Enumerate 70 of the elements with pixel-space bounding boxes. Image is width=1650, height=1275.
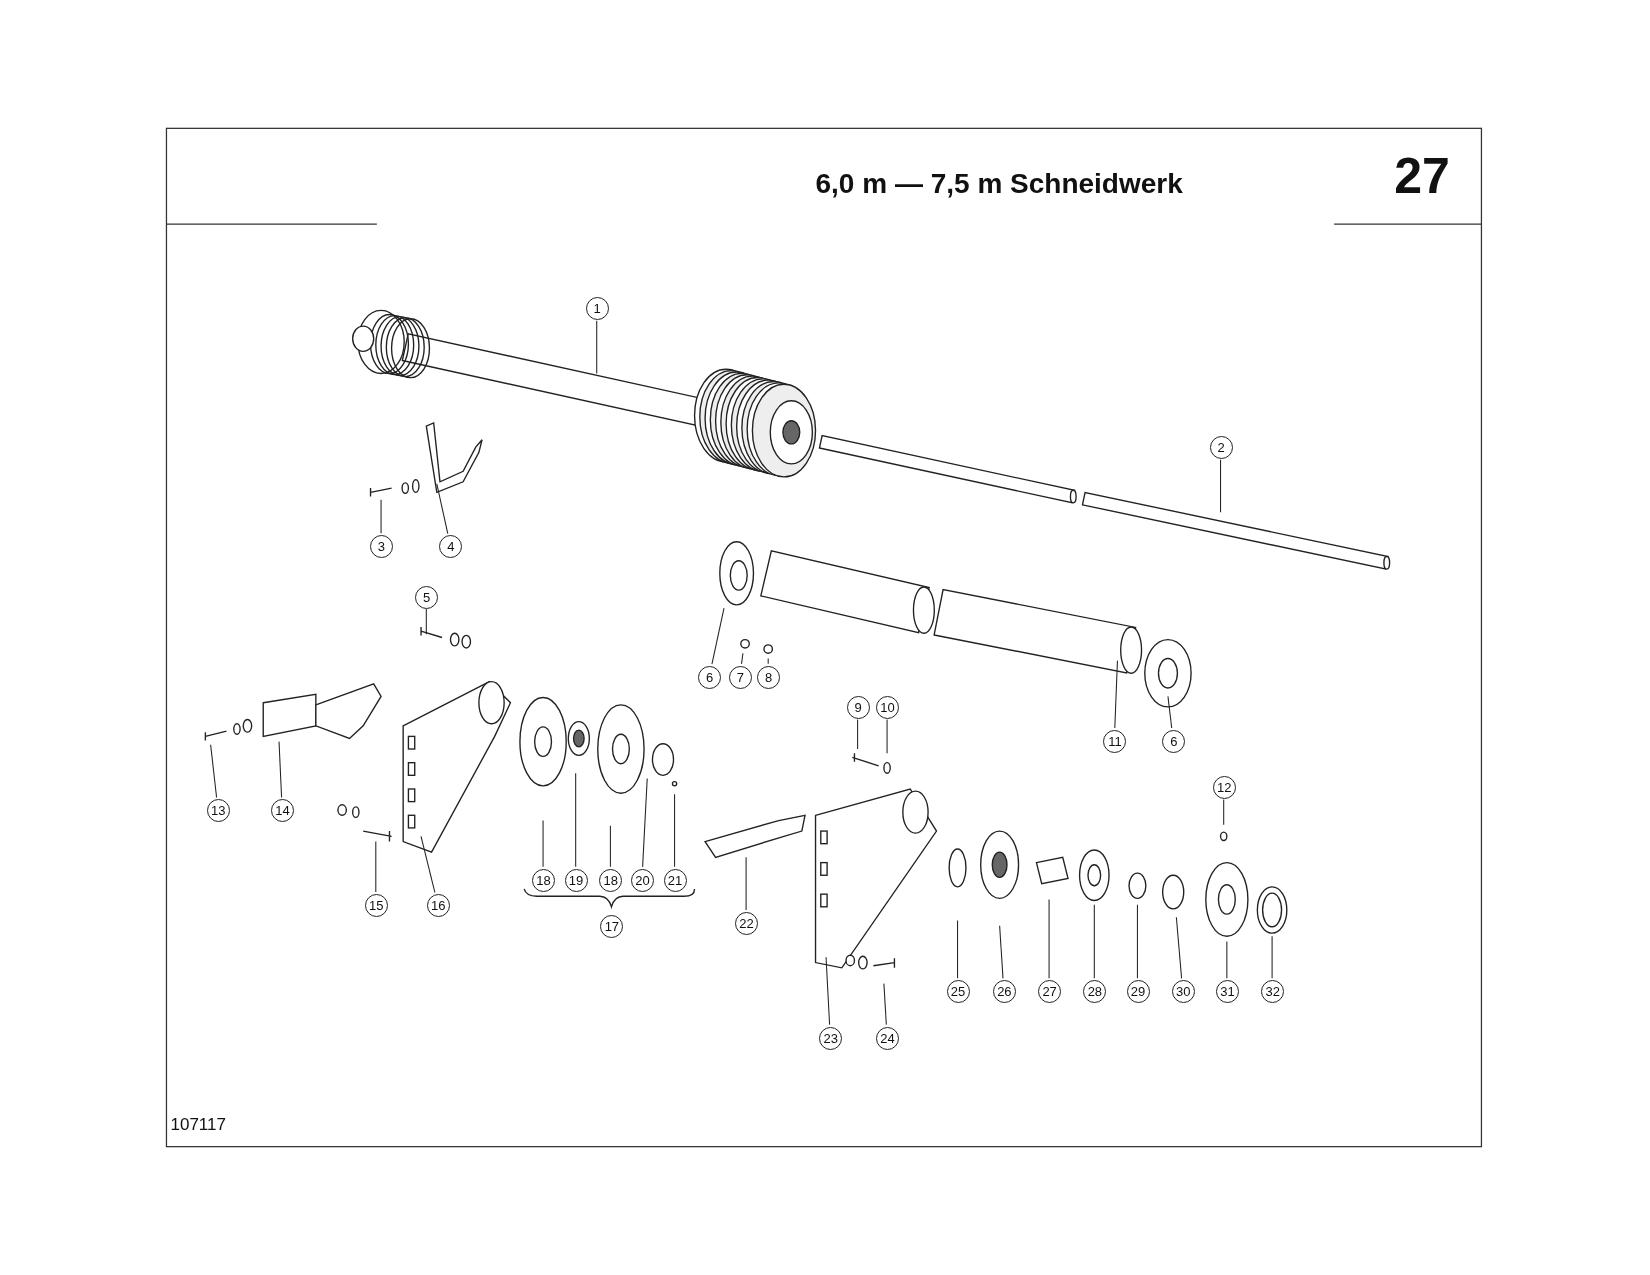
leader-line [711,607,725,665]
leader-line [745,856,747,911]
callout-number: 2 [1209,436,1233,460]
callout-number: 28 [1083,980,1107,1004]
callout-number: 1 [585,297,609,321]
leader-line [1136,904,1138,979]
callout-number: 18 [599,868,623,892]
callout-number: 20 [630,868,654,892]
callout-number: 32 [1261,980,1285,1004]
leader-line [1223,798,1225,826]
callout-number: 3 [369,535,393,559]
callout-number: 5 [415,585,439,609]
leader-line [1271,935,1273,979]
drawing-number: 107117 [170,1115,226,1136]
callout-number: 6 [1162,729,1186,753]
leader-line [542,820,544,868]
leader-line [596,320,598,374]
leader-line [740,652,744,665]
page-title: 6,0 m — 7,5 m Schneidwerk [815,168,1183,201]
leader-line [1175,916,1183,979]
callout-number: 23 [819,1026,843,1050]
page-number: 27 [1394,147,1450,206]
leader-line [575,772,577,868]
callout-number: 12 [1212,776,1236,800]
leader-line [425,608,427,635]
leader-line [642,777,648,868]
callout-number: 16 [426,893,450,917]
callout-number: 31 [1215,980,1239,1004]
callout-number: 19 [564,868,588,892]
callout-number: 15 [364,893,388,917]
leader-line [375,841,377,893]
leader-line [609,825,611,868]
callout-number: 18 [532,868,555,892]
leader-line [674,793,676,868]
callout-number: 7 [728,665,752,689]
leader-line [1220,459,1222,513]
leader-line [278,741,283,798]
leader-line [1114,660,1118,729]
callout-number: 8 [757,665,781,689]
leader-line [210,744,218,798]
callout-number: 4 [439,535,463,559]
leader-line [767,658,769,665]
leader-line [1048,898,1050,979]
callout-number: 17 [600,915,624,938]
callout-number: 26 [992,980,1016,1004]
leader-line [380,499,382,534]
leader-line [825,956,831,1026]
callout-number: 11 [1103,729,1127,753]
callout-number: 6 [698,665,722,689]
leader-line [1226,941,1228,979]
leader-line [1093,904,1095,979]
callout-number: 29 [1126,980,1150,1004]
callout-number: 25 [946,980,970,1004]
leader-line [420,835,436,893]
callout-number: 24 [876,1026,900,1050]
leader-line [957,919,959,979]
leader-line [436,483,449,535]
callout-number: 14 [271,799,294,823]
callout-number: 27 [1038,980,1062,1004]
callout-number: 30 [1171,980,1195,1004]
leader-line [883,983,887,1026]
callout-number: 10 [876,696,900,720]
leader-line [1167,695,1173,729]
leader-line [999,925,1004,979]
callout-number: 9 [846,696,870,720]
callout-number: 22 [735,911,759,935]
leader-line [886,719,888,754]
callout-number: 21 [663,868,687,892]
callout-number: 13 [206,799,230,823]
leader-line [857,719,859,750]
